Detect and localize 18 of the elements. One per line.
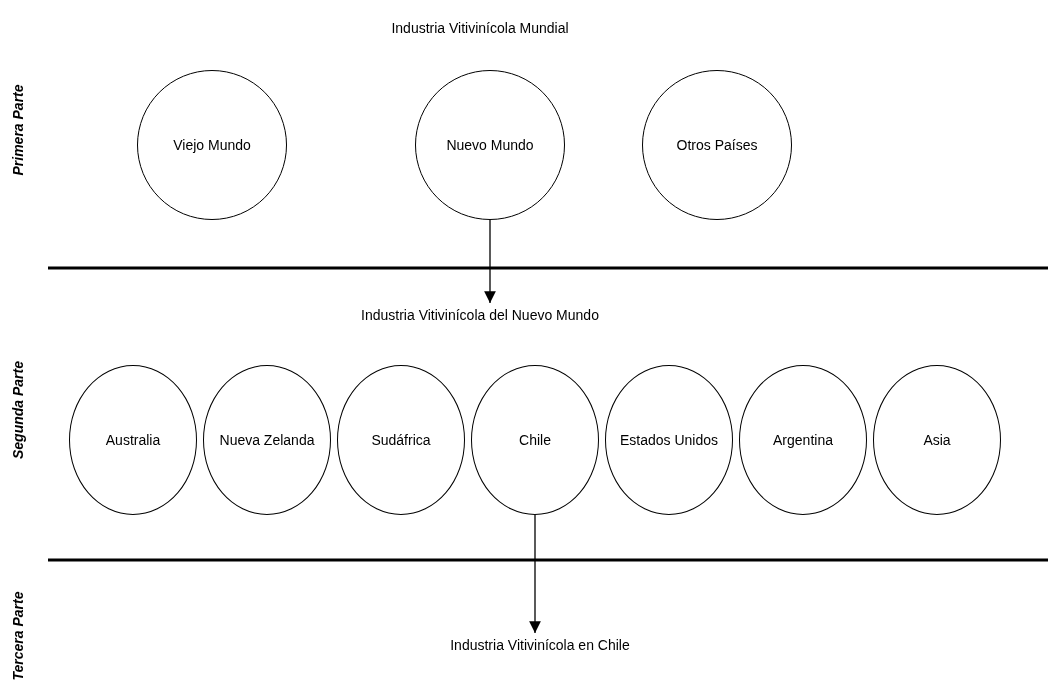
arrow (484, 219, 496, 304)
section-heading: Industria Vitivinícola del Nuevo Mundo (330, 305, 630, 325)
section-heading: Industria Vitivinícola en Chile (410, 635, 670, 655)
node-label: Nuevo Mundo (446, 137, 534, 153)
node-label: Estados Unidos (619, 432, 719, 448)
node-label: Argentina (773, 432, 833, 448)
node-label: Australia (105, 432, 161, 448)
node-label: Chile (519, 432, 551, 448)
section-heading: Industria Vitivinícola Mundial (391, 20, 569, 36)
section-label: Primera Parte (10, 84, 26, 176)
node-label: Sudáfrica (371, 432, 431, 448)
section-label: Segunda Parte (10, 361, 26, 459)
node-label: Viejo Mundo (173, 137, 251, 153)
section-label: Tercera Parte (10, 591, 26, 681)
node-label: Nueva Zelanda (219, 432, 315, 448)
node-label: Asia (923, 432, 951, 448)
arrow (529, 514, 541, 634)
node-label: Otros Países (676, 137, 758, 153)
